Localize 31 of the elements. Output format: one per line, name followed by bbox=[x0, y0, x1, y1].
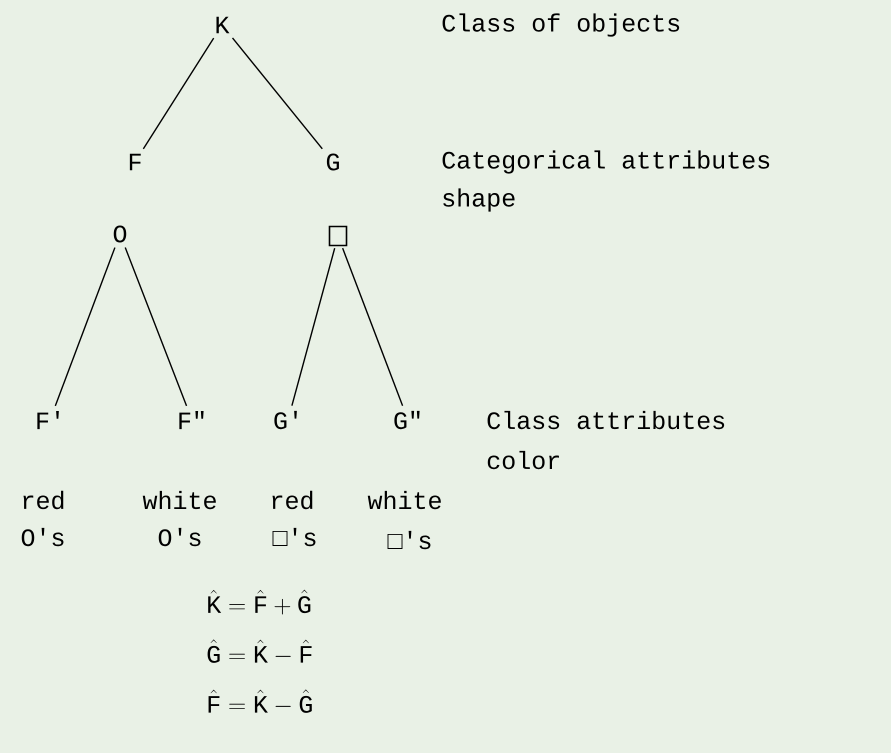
equation: $\hat{\mathrm{G}} = \hat{\mathrm{K}} - \hat{\mathrm{F}}$ bbox=[208, 639, 312, 663]
node-letter: G bbox=[326, 154, 339, 170]
node-letter: G" bbox=[394, 410, 420, 430]
text-label: red bbox=[272, 490, 312, 510]
text-label: Categorical attributes bbox=[442, 150, 770, 174]
text-label: white bbox=[142, 490, 216, 510]
text-label: Class of objects bbox=[442, 13, 680, 37]
text-label: shape bbox=[443, 188, 515, 212]
node-letter: F" bbox=[179, 410, 204, 430]
text-label: □'s bbox=[388, 530, 430, 550]
text-label: □'s bbox=[272, 528, 316, 546]
equation: $\hat{\mathrm{K}} = \hat{\mathrm{F}} + \hat{\mathrm{G}}$ bbox=[208, 590, 310, 614]
tree-line bbox=[142, 38, 214, 150]
node-letter: F' bbox=[37, 410, 59, 430]
tree-line bbox=[54, 247, 116, 406]
text-label: color bbox=[488, 450, 559, 470]
tree-line bbox=[232, 38, 323, 150]
text-label: O's bbox=[158, 528, 200, 546]
text-label: O's bbox=[22, 528, 64, 546]
node-letter: F bbox=[130, 154, 141, 170]
node-letter: G' bbox=[274, 410, 297, 430]
node-letter: O bbox=[114, 226, 126, 242]
equation: $\hat{\mathrm{F}} = \hat{\mathrm{K}} - \hat{\mathrm{G}}$ bbox=[208, 689, 312, 713]
tree-line bbox=[124, 247, 188, 406]
tree-line bbox=[342, 248, 404, 406]
text-label: red bbox=[23, 490, 64, 510]
node-letter: K bbox=[216, 16, 230, 34]
square-symbol bbox=[328, 226, 348, 246]
text-label: white bbox=[368, 490, 441, 510]
text-label: Class attributes bbox=[488, 410, 724, 430]
tree-line bbox=[291, 248, 336, 406]
